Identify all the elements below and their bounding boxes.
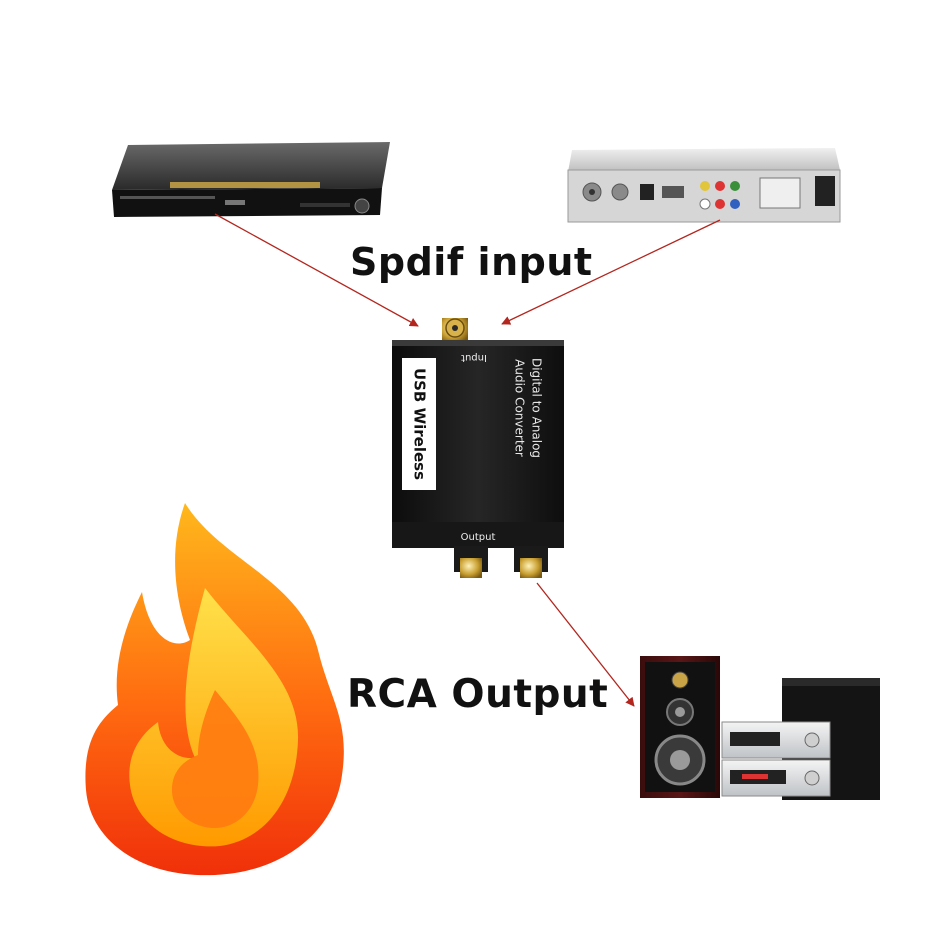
output-jack-left [460, 558, 482, 578]
output-jack-right [520, 558, 542, 578]
arrow-dvd-to-converter [214, 213, 419, 327]
arrow-stb-to-converter [501, 219, 721, 325]
input-label: Input [461, 352, 487, 363]
output-label: Output [461, 532, 496, 543]
converter-box: USB Wireless Input Digital to Analog Aud… [392, 318, 564, 578]
usb-wireless-label: USB Wireless [411, 368, 429, 480]
flame-icon [85, 503, 344, 876]
arrows [214, 213, 721, 707]
spdif-input-label: Spdif input [350, 240, 593, 284]
converter-title-line1: Digital to Analog [530, 358, 544, 458]
set-top-box [567, 148, 841, 223]
speaker-system [640, 656, 880, 800]
rca-output-label: RCA Output [347, 672, 609, 717]
converter-title-line2: Audio Converter [513, 359, 527, 457]
dvd-player [112, 142, 390, 217]
arrow-converter-to-speakers [536, 582, 635, 707]
